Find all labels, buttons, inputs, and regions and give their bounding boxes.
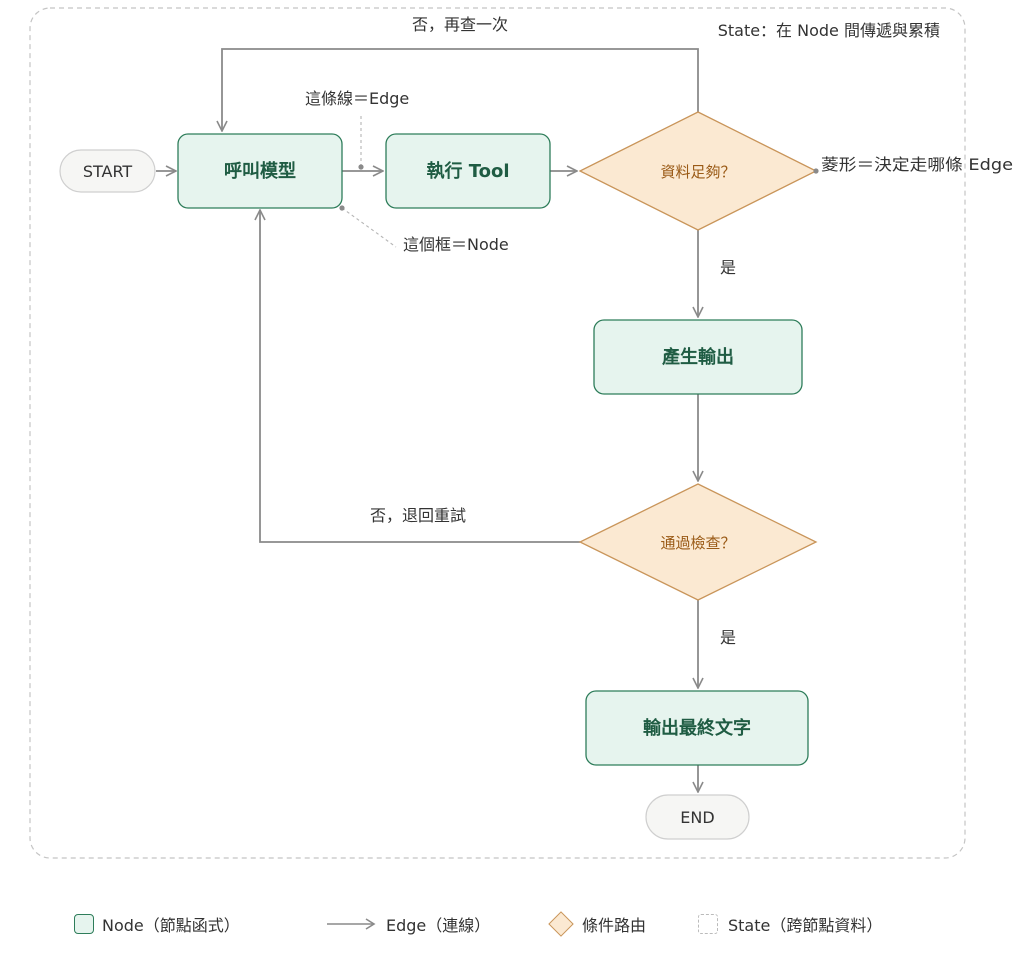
edge-label-loop-again: 否，再查一次 <box>412 15 508 34</box>
legend-node: Node（節點函式） <box>74 909 240 939</box>
decision-pass-check-label: 通過檢查？ <box>660 534 735 552</box>
legend-edge-label: Edge（連線） <box>386 916 491 935</box>
diamond-note: 菱形＝決定走哪條 Edge <box>821 155 1013 174</box>
edge-label-yes-1: 是 <box>720 258 736 277</box>
start-terminal <box>59 149 156 193</box>
node-produce-output-label: 產生輸出 <box>662 346 734 368</box>
edge-note-dot <box>358 164 364 170</box>
state-label: State：在 Node 間傳遞與累積 <box>718 21 940 40</box>
edge-loop-again <box>222 48 699 131</box>
node-note-leader <box>341 207 397 248</box>
node-final-output-label: 輸出最終文字 <box>643 717 751 739</box>
node-swatch-icon <box>74 914 94 934</box>
arrow-right-icon <box>327 918 376 930</box>
node-call-model <box>177 133 343 209</box>
node-note-dot <box>339 205 345 211</box>
legend-conditional: 條件路由 <box>548 909 646 939</box>
legend-conditional-label: 條件路由 <box>582 916 647 935</box>
node-run-tool <box>385 133 551 209</box>
diamond-note-dot <box>813 168 819 174</box>
edge-label-yes-2: 是 <box>720 628 736 647</box>
dashed-box-icon <box>698 914 718 934</box>
node-run-tool-label: 執行 Tool <box>426 160 509 182</box>
decision-enough-data <box>578 111 818 231</box>
node-final-output <box>585 690 809 766</box>
end-label: END <box>680 808 714 827</box>
node-produce-output <box>593 319 803 395</box>
edge-note: 這條線＝Edge <box>305 89 409 108</box>
legend-edge: Edge（連線） <box>326 909 490 939</box>
start-label: START <box>83 162 133 181</box>
legend-node-label: Node（節點函式） <box>102 916 240 935</box>
state-frame <box>29 7 966 859</box>
edge-retry <box>260 210 580 543</box>
decision-pass-check <box>578 483 818 601</box>
end-terminal <box>645 794 750 840</box>
flow-diagram: State：在 Node 間傳遞與累積 START END 呼叫模型 執行 To… <box>29 7 1013 859</box>
legend-state: State（跨節點資料） <box>698 909 882 939</box>
node-call-model-label: 呼叫模型 <box>224 160 296 182</box>
edge-label-retry: 否，退回重試 <box>370 506 466 525</box>
diamond-swatch-icon <box>548 911 574 937</box>
node-note: 這個框＝Node <box>403 235 509 254</box>
decision-enough-data-label: 資料足夠？ <box>660 163 735 181</box>
legend-state-label: State（跨節點資料） <box>728 916 883 935</box>
legend: Node（節點函式） Edge（連線） 條件路由 State（跨節點資料） <box>0 905 1024 945</box>
